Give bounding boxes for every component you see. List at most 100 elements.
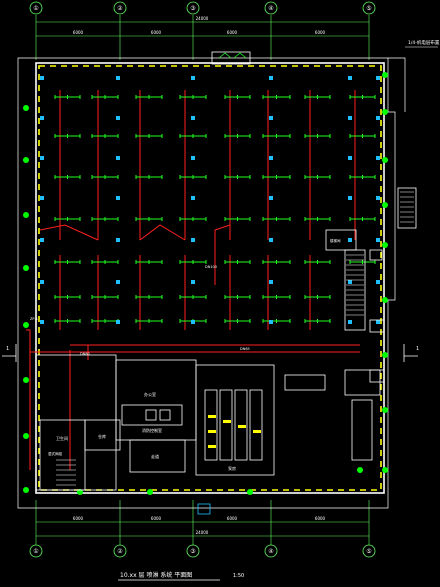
dim-bottom-2: 6000 (151, 516, 162, 521)
sprinkler-head (40, 320, 44, 324)
hydrant-dot (23, 157, 29, 163)
sprinkler-head (376, 280, 380, 284)
dim-bottom-total: 24000 (196, 530, 209, 535)
pipe-label-2: DN80 (80, 352, 90, 356)
hydrant-dot (77, 489, 83, 495)
grid-label-bottom-5: ⑤ (366, 548, 371, 555)
sprinkler-head (348, 238, 352, 242)
grid-label-bottom-3: ③ (190, 548, 195, 555)
drawing-title: 10.xx 层 喷淋 系统 平面图 (120, 571, 192, 579)
dim-top-2: 6000 (151, 30, 162, 35)
sprinkler-head (376, 156, 380, 160)
sprinkler-head (376, 116, 380, 120)
sprinkler-head (269, 280, 273, 284)
pipe-label-1: DN100 (205, 265, 217, 269)
grid-label-top-1: ① (33, 5, 38, 12)
grid-label-bottom-4: ④ (268, 548, 273, 555)
sprinkler-head (269, 116, 273, 120)
grid-label-top-4: ④ (268, 5, 273, 12)
sprinkler-head (348, 156, 352, 160)
grid-label-top-3: ③ (190, 5, 195, 12)
hydrant-dot (382, 72, 388, 78)
hydrant-dot (382, 157, 388, 163)
sprinkler-head (40, 116, 44, 120)
sprinkler-head (40, 156, 44, 160)
hydrant-dot (23, 377, 29, 383)
hydrant-dot (382, 467, 388, 473)
pipe-label-3: DN65 (240, 347, 250, 351)
drawing-scale: 1:50 (233, 573, 244, 579)
hydrant-dot (23, 433, 29, 439)
sprinkler-head (116, 238, 120, 242)
dim-top-1: 6000 (73, 30, 84, 35)
sprinkler-head (348, 196, 352, 200)
dim-top-total: 24000 (196, 16, 209, 21)
hydrant-dot (382, 407, 388, 413)
sprinkler-head (191, 280, 195, 284)
sprinkler-head (376, 196, 380, 200)
hydrant-dot (23, 322, 29, 328)
stair-label: 楼梯间 (330, 238, 341, 243)
dim-bottom-3: 6000 (227, 516, 238, 521)
main-wall (35, 62, 385, 494)
sprinkler-head (191, 156, 195, 160)
dim-bottom-1: 6000 (73, 516, 84, 521)
bottom-dimension (36, 521, 369, 537)
sprinkler-head (348, 116, 352, 120)
sprinkler-head (269, 196, 273, 200)
grid-axis-lines (35, 15, 370, 545)
room-corridor: 走道 (151, 453, 159, 459)
hydrant-dot (23, 265, 29, 271)
hydrant-dot (247, 489, 253, 495)
hydrant-dot (382, 202, 388, 208)
sprinkler-head (116, 196, 120, 200)
bottom-entry-box (197, 503, 211, 515)
dim-top-4: 6000 (315, 30, 326, 35)
sprinkler-head (348, 280, 352, 284)
sprinkler-head (269, 156, 273, 160)
grid-bubbles-bottom (29, 544, 376, 558)
lower-rooms (35, 187, 417, 491)
left-axis-label: 1 (6, 346, 9, 352)
sprinkler-head (348, 76, 352, 80)
room-wc: 卫生间 (56, 435, 68, 441)
room-store: 仓库 (98, 433, 106, 439)
sprinkler-head (376, 238, 380, 242)
stair-hatch (56, 191, 414, 486)
right-axis-label: 1 (416, 346, 419, 352)
section-marks (2, 344, 418, 362)
sprinkler-head (40, 76, 44, 80)
top-entry (211, 51, 251, 65)
equipment-tags (208, 415, 261, 448)
sprinkler-head (269, 320, 273, 324)
sprinkler-head (191, 196, 195, 200)
room-pump: 泵房 (228, 465, 236, 471)
sprinkler-head (40, 196, 44, 200)
sprinkler-head (191, 238, 195, 242)
hydrant-dot (357, 467, 363, 473)
hydrant-dot (23, 487, 29, 493)
grid-label-top-2: ② (117, 5, 123, 12)
riser-label: ZP-1 (30, 317, 38, 321)
sprinkler-branches (54, 95, 376, 323)
hydrant-dot (382, 242, 388, 248)
sprinkler-head (376, 320, 380, 324)
sprinkler-head (116, 76, 120, 80)
hydrant-dot (382, 297, 388, 303)
main-pipes (26, 90, 360, 470)
sprinkler-head (269, 238, 273, 242)
sprinkler-head (40, 238, 44, 242)
grid-bubbles-top (29, 1, 376, 15)
sprinkler-head (116, 280, 120, 284)
hydrant-dot (23, 212, 29, 218)
outer-boundary (17, 57, 406, 509)
sprinkler-head (376, 76, 380, 80)
room-control: 消防控制室 (142, 427, 162, 433)
top-dimension (36, 21, 369, 37)
sprinkler-head (40, 280, 44, 284)
sprinkler-head (116, 320, 120, 324)
grid-label-top-5: ⑤ (366, 5, 371, 12)
hydrant-dot (382, 109, 388, 115)
grid-label-bottom-2: ② (117, 548, 123, 555)
